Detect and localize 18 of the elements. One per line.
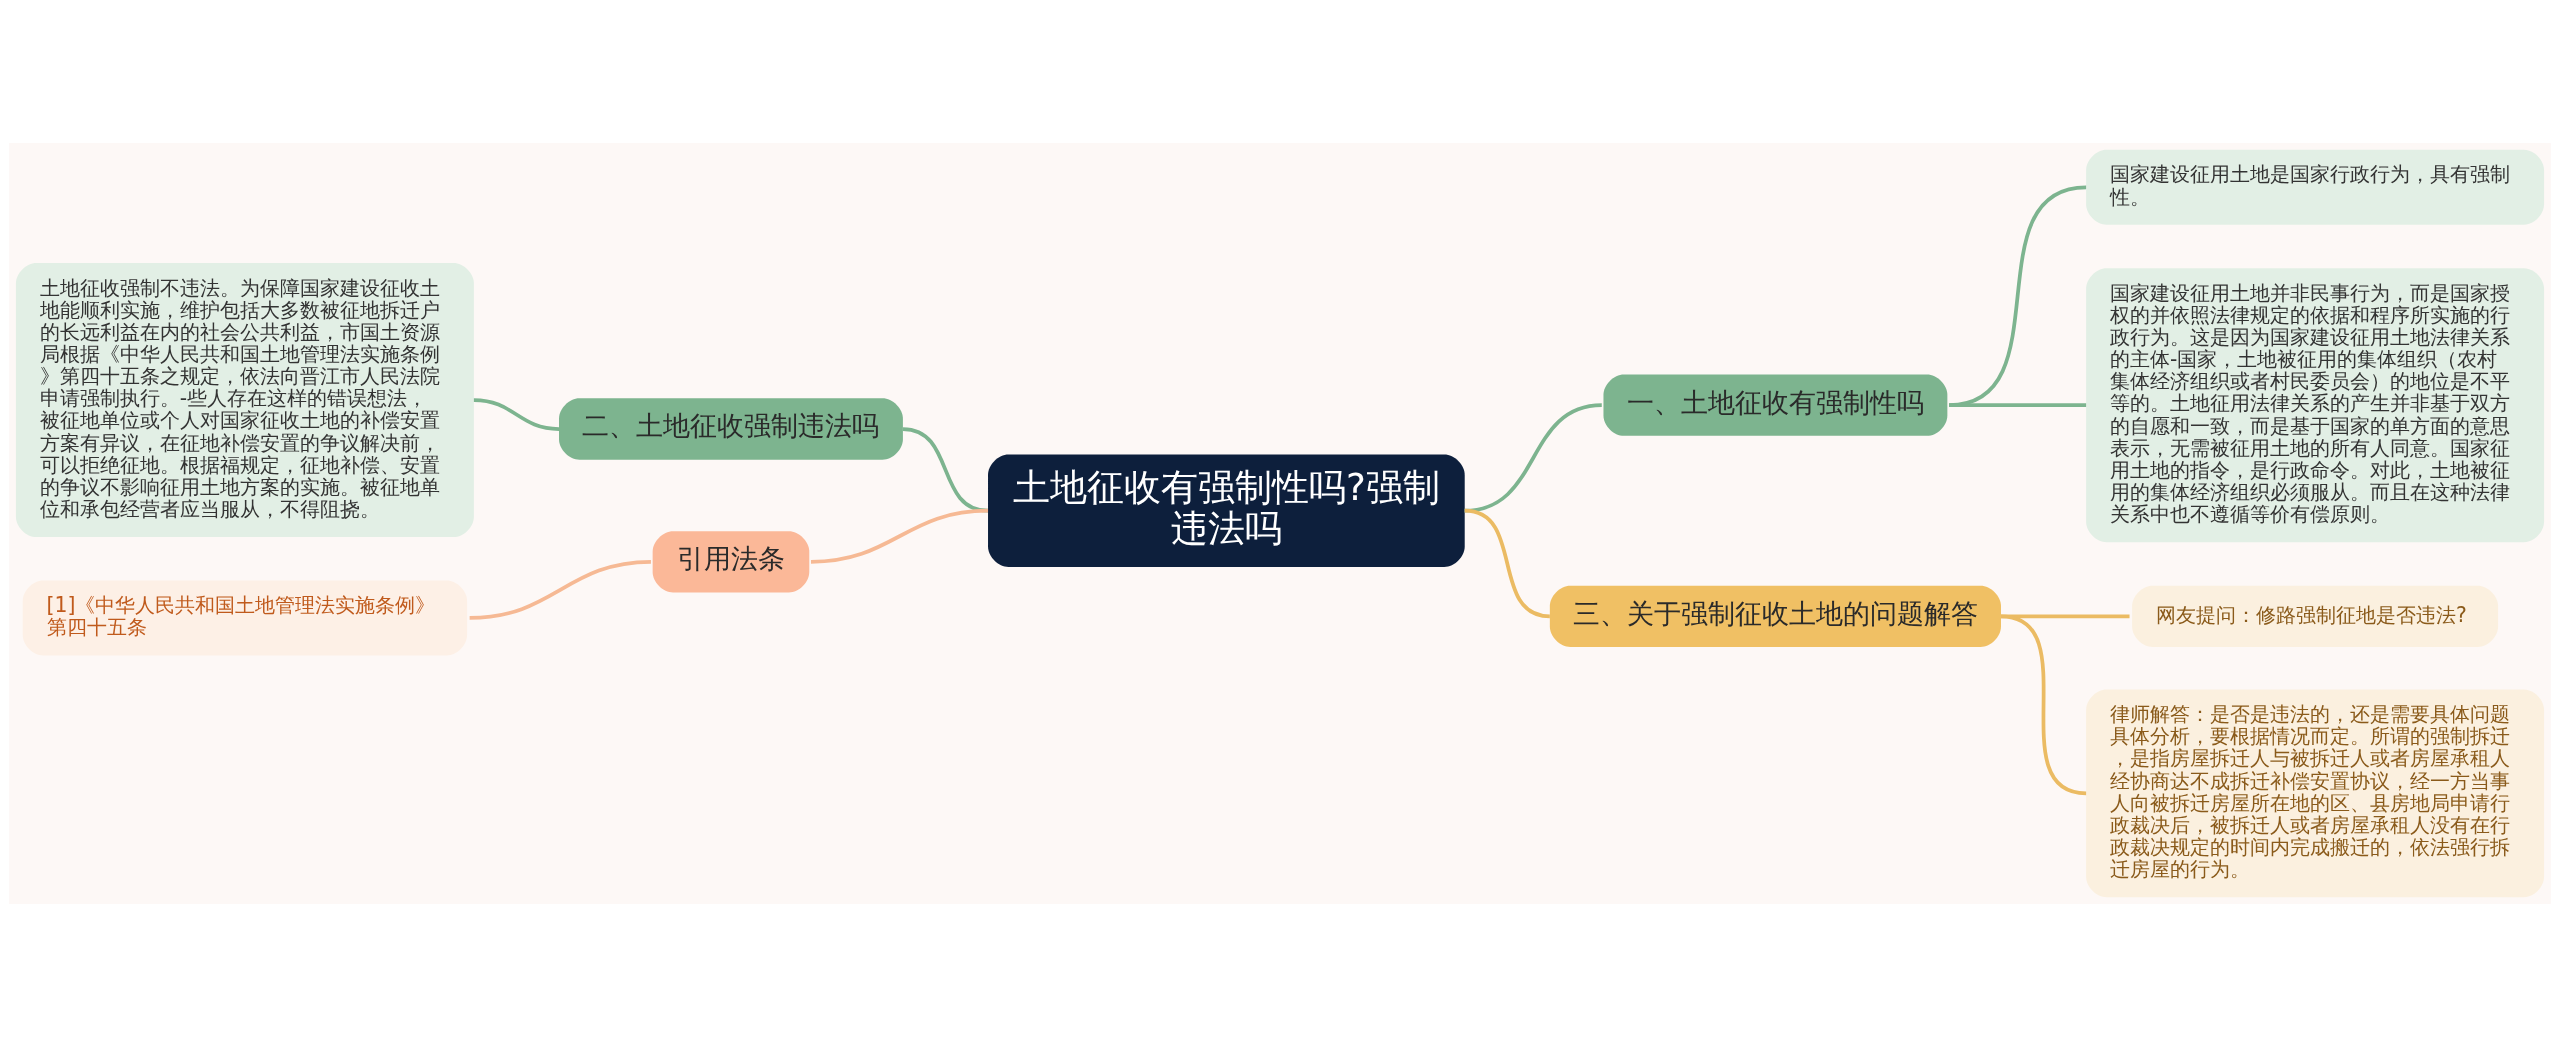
node-box: [1]《中华人民共和国土地管理法实施条例》第四十五条 — [22, 580, 468, 655]
node-box: 引用法条 — [652, 530, 810, 592]
node-box: 律师解答：是否是违法的，还是需要具体问题具体分析，要根据情况而定。所谓的强制拆迁，是指房屋拆迁人与被拆迁人或者房屋承租人经协商达不成拆迁补偿安置协议，经一方当事人向被拆迁房屋所在地的区、县房地局申请行政裁决后，被拆迁人或者房屋承租人没有在行政裁决规定的时间内完成搬迁的，依法强行拆迁房屋的行为。 — [2086, 689, 2545, 897]
connector — [1949, 402, 2087, 407]
node-box: 二、土地征收强制违法吗 — [559, 397, 903, 460]
connector — [2001, 613, 2130, 618]
node-box: 国家建设征用土地是国家行政行为，具有强制性。 — [2086, 149, 2545, 225]
connector — [473, 397, 560, 431]
connector — [810, 508, 989, 564]
connector — [469, 559, 652, 620]
node-box: 一、土地征收有强制性吗 — [1603, 374, 1948, 436]
node-box: 国家建设征用土地并非民事行为，而是国家授权的并依照法律规定的依据和程序所实施的行政行为。这是因为国家建设征用土地法律关系的主体-国家，土地被征用的集体组织（农村集体经济组织或者村民委员会）的地位是不平等的。土地征用法律关系的产生并非基于双方的自愿和一致，而是基于国家的单方面的意思表示，无需被征用土地的所有人同意。国家征用土地的指令，是行政命令。对此，土地被征用的集体经济组织必须服从。而且在这种法律关系中也不遵循等价有偿原则。 — [2086, 267, 2545, 542]
node-box: 土地征收有强制性吗?强制违法吗 — [988, 454, 1465, 567]
node-box: 三、关于强制征收土地的问题解答 — [1549, 585, 2001, 647]
connector — [1464, 508, 1551, 618]
connector — [2000, 613, 2087, 795]
connector — [1948, 184, 2087, 407]
node-box: 土地征收强制不违法。为保障国家建设征收土地能顺利实施，维护包括大多数被征地拆迁户的长远利益在内的社会公共利益，市国土资源局根据《中华人民共和国土地管理法实施条例》第四十五条之规定，依法向晋江市人民法院申请强制执行。-些人存在这样的错误想法，被征地单位或个人对国家征收土地的补偿安置方案有异议，在征地补偿安置的争议解决前，可以拒绝征地。根据福规定，征地补偿、安置的争议不影响征用土地方案的实施。被征地单位和承包经营者应当服从，不得阻挠。 — [15, 262, 474, 537]
